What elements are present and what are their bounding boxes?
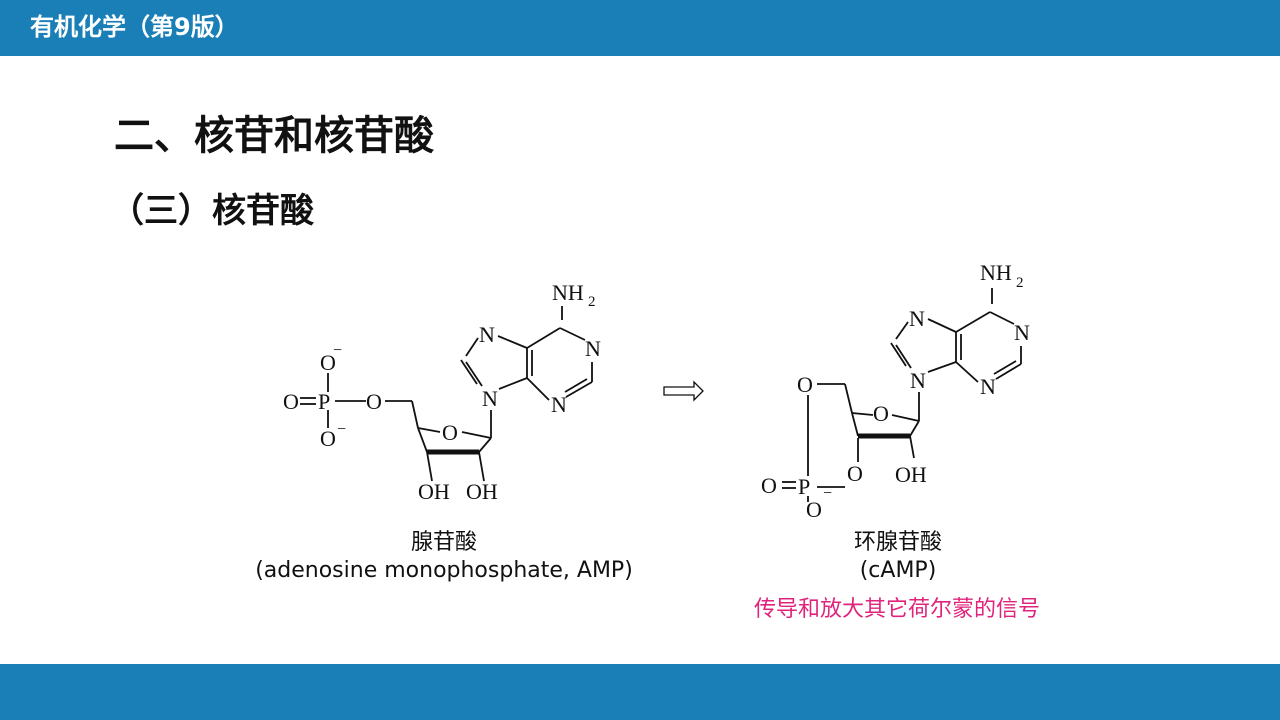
section-heading: 二、核苷和核苷酸	[114, 113, 434, 159]
amp-name-cn: 腺苷酸	[410, 530, 477, 555]
camp-function-note: 传导和放大其它荷尔蒙的信号	[753, 597, 1040, 622]
svg-text:N: N	[910, 368, 926, 393]
camp-ring-oxygen: O	[873, 401, 889, 426]
camp-name-en: (cAMP)	[859, 558, 937, 583]
svg-text:−: −	[823, 485, 832, 502]
svg-text:2: 2	[1016, 275, 1024, 291]
book-title: 有机化学（第9版）	[30, 13, 239, 41]
svg-text:O: O	[761, 473, 777, 498]
amp-oh-3: OH	[418, 479, 450, 504]
amp-phosphate-o-top: O	[320, 350, 336, 375]
amp-oh-2: OH	[466, 479, 498, 504]
svg-text:O: O	[847, 461, 863, 486]
svg-text:N: N	[909, 306, 925, 331]
svg-text:O: O	[797, 372, 813, 397]
amp-phosphorus: P	[318, 389, 330, 414]
svg-text:O: O	[806, 497, 822, 522]
amp-name-en: (adenosine monophosphate, AMP)	[255, 558, 633, 583]
camp-name-cn: 环腺苷酸	[853, 530, 942, 555]
svg-text:O: O	[366, 389, 382, 414]
svg-text:N: N	[551, 392, 567, 417]
camp-amine: NH	[980, 260, 1012, 285]
amp-structure: O − O P O O − O OH OH N N	[283, 280, 601, 504]
svg-text:N: N	[482, 386, 498, 411]
amp-amine: NH	[552, 280, 584, 305]
svg-text:2: 2	[588, 294, 596, 310]
svg-text:N: N	[980, 374, 996, 399]
camp-oh: OH	[895, 462, 927, 487]
svg-text:N: N	[479, 322, 495, 347]
camp-structure: O P O O O − O OH N N NH	[761, 260, 1030, 522]
svg-text:−: −	[333, 342, 342, 359]
camp-caption: 环腺苷酸 (cAMP)	[768, 529, 1028, 585]
svg-text:N: N	[585, 336, 601, 361]
reaction-arrow	[663, 380, 704, 402]
footer-bar	[0, 664, 1280, 720]
svg-text:N: N	[1014, 320, 1030, 345]
camp-phosphorus: P	[798, 474, 810, 499]
svg-text:O: O	[283, 389, 299, 414]
subsection-heading: （三）核苷酸	[110, 191, 314, 231]
amp-ring-oxygen: O	[442, 420, 458, 445]
svg-text:O: O	[320, 426, 336, 451]
svg-text:−: −	[337, 421, 346, 438]
header-bar: 有机化学（第9版）	[0, 0, 1280, 56]
amp-caption: 腺苷酸 (adenosine monophosphate, AMP)	[244, 529, 644, 585]
